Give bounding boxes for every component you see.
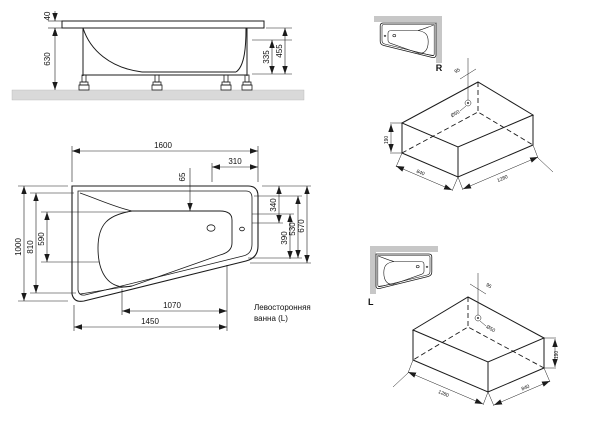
dim-right-340: 340 [269,198,278,212]
iso-view-left: 95 Ø50 190 1280 840 [392,273,560,407]
overflow-hole [206,224,216,232]
tub-apron-left [82,27,143,73]
iso-l-dim-190: 190 [554,351,560,360]
iso-l-dim-hole: Ø50 [485,324,496,334]
tub-feet [78,74,253,91]
iso-l-dim-1280: 1280 [437,389,450,399]
iso-l-dim-95: 95 [485,282,493,290]
iso-view-right: 95 Ø50 190 840 1280 [384,58,554,192]
plan-view: 1600 310 65 1000 810 590 340 390 530 670… [14,141,311,331]
wall-left-l [370,252,376,294]
side-view-dimensions [48,11,292,90]
iso-r-dim-190: 190 [384,136,390,145]
mini-tub-left [375,253,433,289]
dim-offset-65: 65 [178,172,187,181]
iso-r-dim-1280: 1280 [496,174,509,184]
iso-r-dimensions [388,58,554,192]
dim-width-1000: 1000 [14,238,23,256]
dim-right-670: 670 [297,219,306,233]
dim-bottom-1450: 1450 [141,317,159,326]
caption-line1: Левосторонняя [254,303,311,312]
tub-outline-inner [77,190,253,296]
dim-depth-335: 335 [262,50,271,64]
corner-label-l: L [368,297,374,307]
dim-bottom-1070: 1070 [163,301,181,310]
tub-rim [61,20,265,29]
wall-top-l [370,246,438,252]
tub-apron-right [235,27,247,73]
iso-r-dim-840: 840 [415,169,425,178]
tub-taper-top [79,192,133,212]
dim-length-1600: 1600 [154,141,172,150]
iso-l-geometry [392,273,558,407]
wall-right-r [436,22,442,63]
wall-top-r [374,16,442,22]
dim-head-310: 310 [228,157,242,166]
corner-view-left: L [368,246,438,307]
iso-r-dim-hole: Ø50 [450,109,461,119]
iso-l-dim-840: 840 [521,384,531,393]
corner-view-right: R [374,16,443,73]
plan-view-dimensions [18,146,311,331]
iso-r-hidden-edges [401,82,534,154]
dim-height-630: 630 [43,52,52,66]
ground-strip [11,89,305,101]
faucet-hole [239,226,245,232]
dim-rim-40: 40 [43,11,52,20]
dim-right-530: 530 [288,222,297,236]
corner-label-r: R [436,63,443,73]
iso-r-top-face [400,81,535,148]
dim-width-590: 590 [37,232,46,246]
dim-right-390: 390 [280,231,289,245]
tub-taper-bottom [79,285,133,295]
dim-depth-455: 455 [275,44,284,58]
mini-tub-right [379,22,437,58]
iso-r-dim-95: 95 [454,67,462,75]
side-view: 40 630 335 455 [11,11,305,101]
tub-outline-outer [71,185,259,302]
tub-basin [97,210,233,288]
dim-width-810: 810 [26,240,35,254]
caption-line2: ванна (L) [254,314,288,323]
